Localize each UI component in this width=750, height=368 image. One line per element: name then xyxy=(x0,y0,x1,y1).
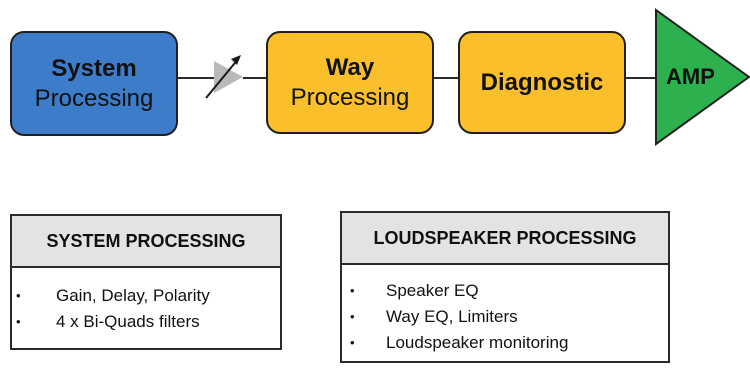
diagnostic-block: Diagnostic xyxy=(458,31,626,134)
list-item: • Loudspeaker monitoring xyxy=(342,330,668,356)
amp-label: AMP xyxy=(666,64,715,89)
bullet-icon: • xyxy=(16,314,21,329)
loudspeaker-processing-box: LOUDSPEAKER PROCESSING • Speaker EQ • Wa… xyxy=(340,211,670,363)
wire-volume-to-way xyxy=(243,77,266,79)
system-processing-box: SYSTEM PROCESSING • Gain, Delay, Polarit… xyxy=(10,214,282,350)
system-block-line2: Processing xyxy=(34,84,154,112)
bullet-icon: • xyxy=(350,309,355,324)
list-item-text: Gain, Delay, Polarity xyxy=(56,286,210,305)
volume-control-arrowhead xyxy=(231,55,241,65)
amp-triangle xyxy=(655,8,750,146)
system-block-line1: System xyxy=(51,54,137,82)
bullet-icon: • xyxy=(16,288,21,303)
list-item-text: 4 x Bi-Quads filters xyxy=(56,312,200,331)
diagnostic-block-label: Diagnostic xyxy=(480,68,604,96)
system-processing-title: SYSTEM PROCESSING xyxy=(12,216,280,268)
way-block-line1: Way xyxy=(325,53,375,81)
volume-control-symbol xyxy=(214,61,243,93)
list-item: • Way EQ, Limiters xyxy=(342,304,668,330)
volume-control-arrow xyxy=(205,57,240,99)
wire-way-to-diagnostic xyxy=(434,77,458,79)
list-item-text: Way EQ, Limiters xyxy=(386,307,518,326)
wire-system-to-volume xyxy=(178,77,214,79)
list-item-text: Speaker EQ xyxy=(386,281,479,300)
list-item: • 4 x Bi-Quads filters xyxy=(12,309,280,335)
bullet-icon: • xyxy=(350,283,355,298)
bullet-icon: • xyxy=(350,335,355,350)
wire-diagnostic-to-amp xyxy=(626,77,656,79)
loudspeaker-processing-title: LOUDSPEAKER PROCESSING xyxy=(342,213,668,265)
way-processing-block: Way Processing xyxy=(266,31,434,134)
list-item: • Gain, Delay, Polarity xyxy=(12,283,280,309)
system-processing-block: System Processing xyxy=(10,31,178,136)
list-item: • Speaker EQ xyxy=(342,278,668,304)
list-item-text: Loudspeaker monitoring xyxy=(386,333,569,352)
loudspeaker-processing-list: • Speaker EQ • Way EQ, Limiters • Loudsp… xyxy=(342,265,668,356)
way-block-line2: Processing xyxy=(290,83,410,111)
system-processing-list: • Gain, Delay, Polarity • 4 x Bi-Quads f… xyxy=(12,268,280,335)
